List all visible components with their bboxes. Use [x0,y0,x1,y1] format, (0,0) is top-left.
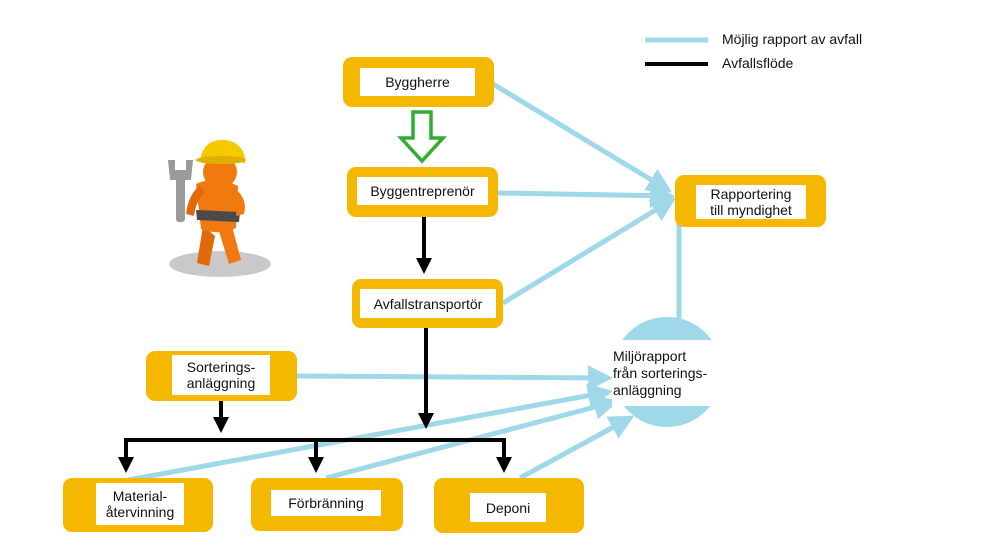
miljorapport-text-backdrop [612,340,722,406]
report-arrow-byggherre [491,81,673,193]
node-deponi-label: Deponi [470,493,546,522]
node-byggentreprenor: Byggentreprenör [347,167,498,217]
node-material-label: Material- återvinning [96,483,184,525]
node-forbranning-label: Förbränning [271,490,381,516]
sortering-line-1: Sorterings- [186,359,256,375]
sortering-line-2: anläggning [186,375,256,391]
green-role-arrow [397,110,447,164]
miljorapport-line-2: från sorterings- [613,365,708,381]
material-line-1: Material- [112,488,168,504]
node-avfallstransportor: Avfallstransportör [352,279,503,328]
report-arrow-sortering [296,365,613,391]
node-forbranning: Förbränning [251,478,403,531]
node-rapportering: Rapportering till myndighet [675,175,826,227]
report-arrow-deponi [518,415,635,481]
node-avfallstransportor-label: Avfallstransportör [360,289,496,318]
rapportering-line-2: till myndighet [710,202,792,218]
report-arrow-material [127,383,613,483]
material-line-2: återvinning [105,504,175,520]
legend-report-label: Möjlig rapport av avfall [722,31,863,47]
node-miljorapport-label: Miljörapport från sorterings- anläggning [613,348,721,399]
construction-worker-icon [168,139,271,277]
node-rapportering-label: Rapportering till myndighet [696,185,806,219]
report-arrow-byggentreprenor [497,183,675,209]
legend-flow-label: Avfallsflöde [722,55,794,71]
node-sorteringsanlaggning: Sorterings- anläggning [146,351,297,401]
rapportering-line-1: Rapportering [710,186,792,202]
node-byggentreprenor-label: Byggentreprenör [357,177,488,205]
node-sortering-label: Sorterings- anläggning [172,355,270,395]
miljorapport-line-1: Miljörapport [613,348,687,364]
node-deponi: Deponi [434,478,584,533]
node-byggherre-label: Byggherre [360,68,475,96]
miljorapport-line-3: anläggning [613,382,682,398]
node-byggherre: Byggherre [343,57,494,107]
report-arrow-avfallstransportor [501,197,677,306]
node-materialatervinning: Material- återvinning [63,478,213,532]
